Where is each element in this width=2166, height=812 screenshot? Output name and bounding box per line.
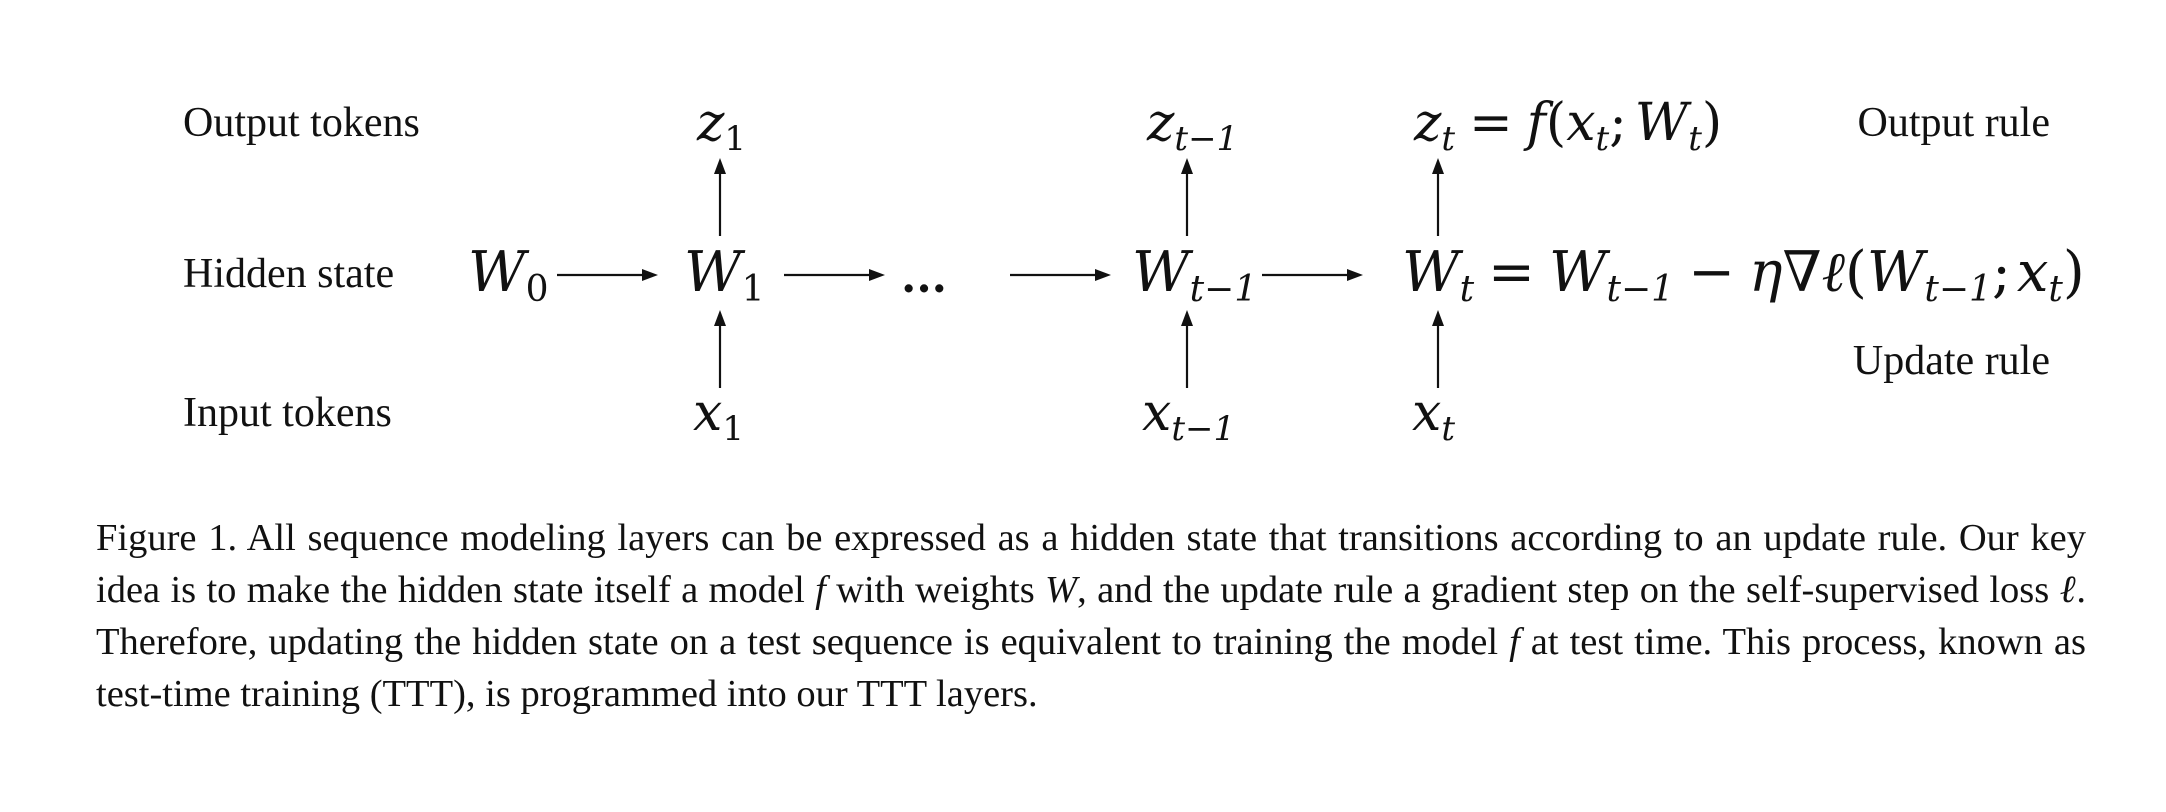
row-label-input-tokens: Input tokens [183,390,392,436]
hidden-state-ellipsis: ... [901,252,947,303]
caption-text: with weights [825,569,1046,611]
svg-text:zt−1: zt−1 [1146,93,1238,159]
svg-text:Wt=Wt−1−η∇ℓ(Wt−1;xt): Wt=Wt−1−η∇ℓ(Wt−1;xt) [1402,240,2085,310]
hidden-state-w-t-minus-1: Wt−1 [1132,240,1257,310]
caption-text: . Therefore, updating the hidden state o… [96,569,2086,663]
caption-var-f: f [1509,621,1520,663]
svg-text:xt: xt [1412,383,1455,449]
update-rule-label: Update rule [1853,338,2050,384]
row-label-hidden-state: Hidden state [183,251,394,297]
hidden-state-w0: W0 [468,240,548,310]
caption-var-f: f [815,569,826,611]
arrow-ellipsis-to-w-t-minus-1 [1010,269,1111,281]
caption-text: , and the update rule a gradient step on… [1077,569,2060,611]
arrow-x1-to-w1 [714,310,726,388]
caption-label: Figure 1. [96,517,238,559]
caption-text: at test time. This process, known as tes… [96,621,2086,715]
arrow-x-t-minus-1-to-w-t-minus-1 [1181,310,1193,388]
arrow-w1-to-z1 [714,158,726,236]
ttt-figure: Output tokens Hidden state Input tokens … [183,93,2085,449]
svg-text:Wt−1: Wt−1 [1132,240,1257,310]
output-token-z1: z1 [696,93,746,159]
caption-var-ell: ℓ [2059,569,2077,611]
svg-text:xt−1: xt−1 [1142,383,1235,449]
arrow-w1-to-ellipsis [784,269,885,281]
svg-text:W0: W0 [468,240,548,310]
figure-caption: Figure 1. All sequence modeling layers c… [96,512,2086,720]
output-rule-equation: zt=f(xt;Wt) [1413,93,1722,159]
hidden-state-w1: W1 [684,240,764,310]
arrow-wt-to-zt [1432,158,1444,236]
svg-text:z1: z1 [696,93,746,159]
arrow-xt-to-wt [1432,310,1444,388]
arrow-w-t-minus-1-to-z-t-minus-1 [1181,158,1193,236]
input-token-x1: x1 [693,383,744,449]
svg-text:W1: W1 [684,240,764,310]
caption-var-w: W [1045,569,1078,611]
update-rule-equation: Wt=Wt−1−η∇ℓ(Wt−1;xt) [1402,240,2085,310]
svg-text:x1: x1 [693,383,744,449]
input-token-xt: xt [1412,383,1455,449]
row-label-output-tokens: Output tokens [183,100,420,146]
arrow-w0-to-w1 [557,269,658,281]
input-token-x-t-minus-1: xt−1 [1142,383,1235,449]
svg-text:zt=f(xt;Wt): zt=f(xt;Wt) [1413,93,1722,159]
caption-text: All sequence modeling layers can be expr… [96,517,2086,611]
output-token-z-t-minus-1: zt−1 [1146,93,1238,159]
ttt-diagram: Output tokens Hidden state Input tokens … [183,93,2085,449]
output-rule-label: Output rule [1858,100,2050,146]
arrow-w-t-minus-1-to-wt [1262,269,1363,281]
